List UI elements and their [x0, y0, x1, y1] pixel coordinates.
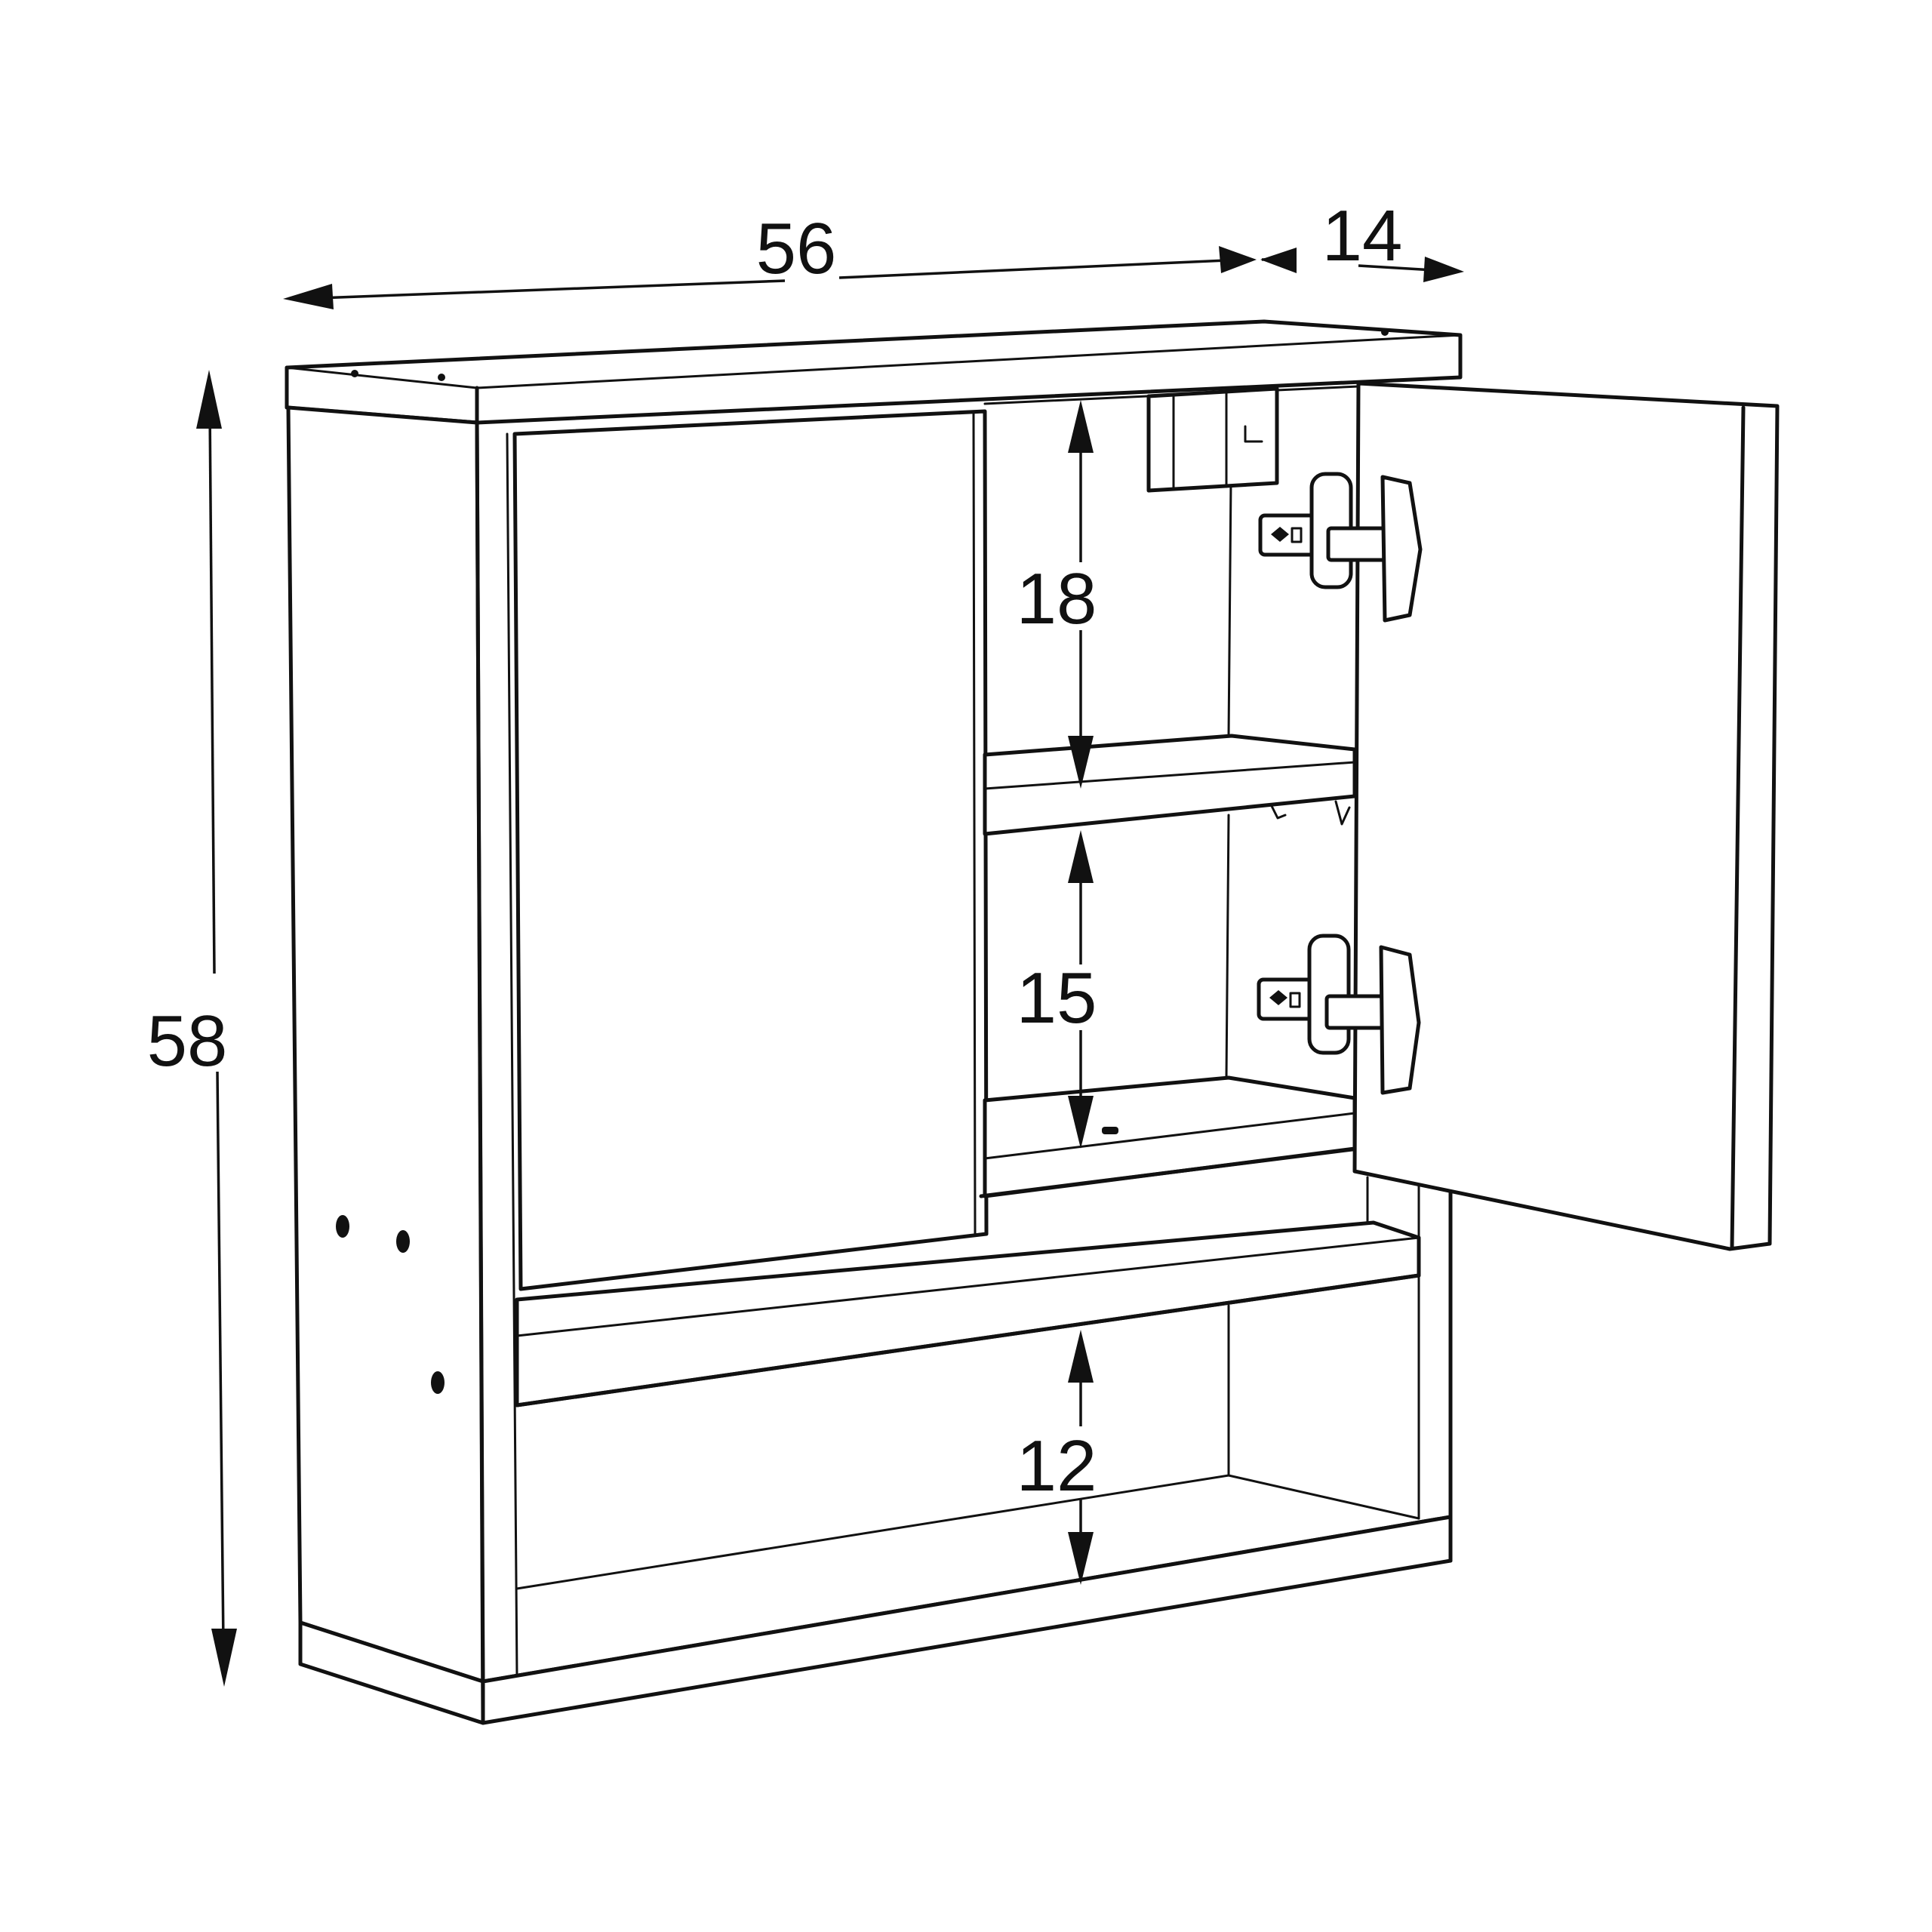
left-side-panel — [286, 405, 485, 1725]
dimension-top-compartment: 18 — [1017, 400, 1097, 789]
dimension-width-label: 56 — [756, 208, 837, 289]
dimension-middle-compartment-label: 15 — [1017, 958, 1097, 1038]
dimension-height-label: 58 — [147, 1001, 228, 1081]
right-side-panel — [979, 1146, 1369, 1224]
left-door[interactable] — [512, 409, 989, 1291]
shelf-upper — [983, 734, 1357, 836]
dimension-height: 58 — [147, 370, 237, 1687]
dimension-depth: 14 — [1260, 195, 1464, 282]
dimension-top-compartment-label: 18 — [1017, 558, 1097, 639]
top-panel — [285, 319, 1463, 425]
dimension-middle-compartment: 15 — [1017, 830, 1097, 1149]
mounting-bracket — [1146, 386, 1279, 493]
hinge-upper — [1258, 472, 1423, 623]
right-door[interactable] — [1352, 381, 1780, 1251]
hinge-lower — [1257, 934, 1421, 1095]
shelf-lower — [515, 1220, 1421, 1407]
dimension-width: 56 — [283, 208, 1257, 309]
shelf-bottom — [515, 1474, 1420, 1590]
dimension-bottom-compartment-label: 12 — [1017, 1426, 1097, 1506]
shelf-middle — [983, 1075, 1357, 1198]
front-frame — [475, 420, 1453, 1725]
dimension-depth-label: 14 — [1322, 195, 1403, 276]
dimension-bottom-compartment: 12 — [1017, 1330, 1097, 1585]
